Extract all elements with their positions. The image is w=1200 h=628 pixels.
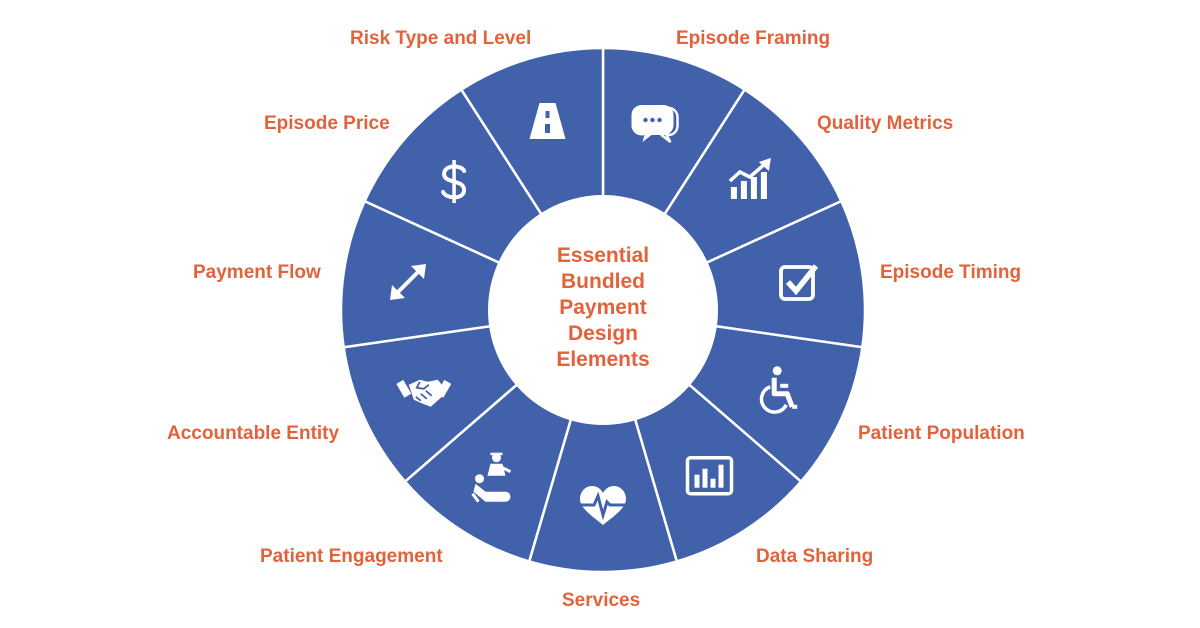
label-episode-framing: Episode Framing [676,28,831,49]
label-payment-flow: Payment Flow [193,262,321,283]
label-episode-price: Episode Price [264,113,390,134]
label-patient-engagement: Patient Engagement [260,546,443,567]
wheel-segment [527,305,679,574]
checkbox-icon [779,264,819,301]
center-title: Essential Bundled Payment Design Element… [503,243,703,373]
label-risk-type-and-level: Risk Type and Level [350,28,532,49]
heartbeat-icon [579,486,627,525]
center-title-line: Design [567,322,638,345]
trending-chart-icon [728,158,771,199]
center-circle [488,195,718,425]
diagonal-arrows-icon [390,264,426,300]
label-episode-timing: Episode Timing [880,262,1022,283]
label-patient-population: Patient Population [858,423,1025,444]
label-quality-metrics: Quality Metrics [817,113,954,134]
wheelchair-icon [759,366,798,414]
center-title-line: Bundled [561,270,645,293]
wheel-icons [390,103,819,525]
dollar-icon [441,160,467,203]
handshake-icon [396,379,452,407]
road-icon [529,103,566,139]
speech-bubble-icon [631,105,679,143]
center-title-line: Payment [559,296,647,319]
label-services: Services [562,590,641,611]
bar-chart-icon [685,455,734,496]
center-title-line: Elements [556,348,650,371]
patient-care-icon [471,452,512,503]
label-accountable-entity: Accountable Entity [167,423,340,444]
label-data-sharing: Data Sharing [756,546,874,567]
center-title-line: Essential [556,244,650,267]
